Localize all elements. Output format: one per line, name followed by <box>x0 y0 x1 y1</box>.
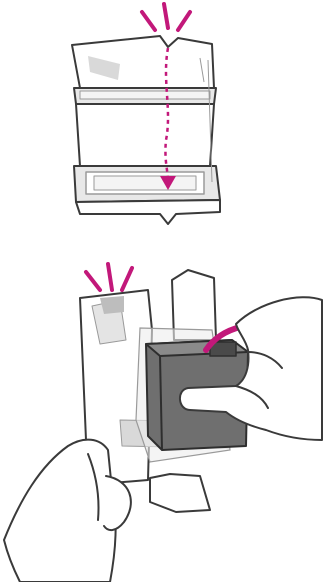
left-hand <box>3 438 132 582</box>
tear-arrow-icon <box>160 47 176 190</box>
burst-marks-icon <box>140 2 192 32</box>
burst-marks-icon <box>84 262 134 292</box>
step-2-remove-cartridge-illustration <box>0 240 325 582</box>
step-1-open-box-illustration <box>0 0 325 240</box>
printer-box <box>71 35 221 225</box>
right-hand <box>179 296 323 441</box>
